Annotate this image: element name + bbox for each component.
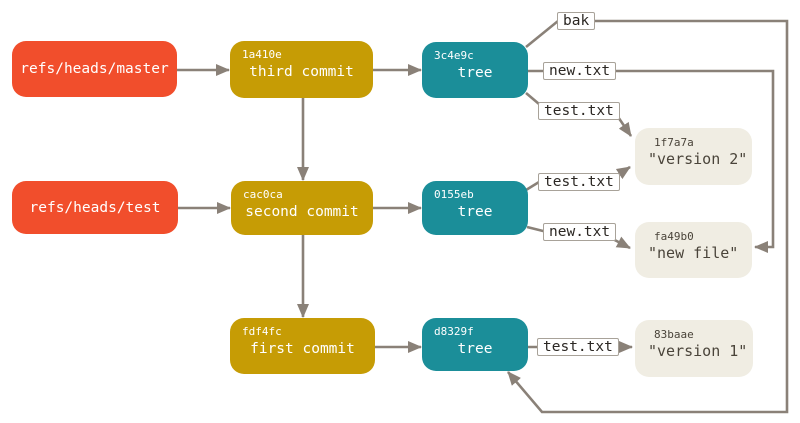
edge-label-newtxt-top: new.txt [543,62,617,80]
commit-second-title: second commit [245,204,359,220]
commit-third-hash: 1a410e [242,48,282,61]
edge-bak-to-tree-d8329f [507,19,789,414]
blob-1f7a7a-content: "version 2" [648,150,748,168]
blob-83baae-content: "version 1" [648,342,748,360]
commit-node-second: cac0ca second commit [231,181,373,235]
tree-node-0155eb: 0155eb tree [422,181,528,235]
ref-test-label: refs/heads/test [29,199,161,216]
tree-3c4e9c-hash: 3c4e9c [434,49,474,62]
commit-node-third: 1a410e third commit [230,41,373,98]
blob-1f7a7a-hash: 1f7a7a [654,136,694,149]
edge-label-testtxt-mid: test.txt [538,173,620,191]
tree-3c4e9c-title: tree [457,65,493,81]
ref-node-master: refs/heads/master [12,41,177,97]
commit-third-title: third commit [249,64,354,80]
commit-first-title: first commit [250,341,355,357]
edge-label-testtxt-bottom: test.txt [537,338,619,356]
tree-0155eb-title: tree [457,204,493,220]
edge-label-bak: bak [557,12,596,30]
ref-master-label: refs/heads/master [20,61,169,77]
tree-d8329f-hash: d8329f [434,325,474,338]
edge-label-testtxt-top: test.txt [538,102,620,120]
tree-d8329f-title: tree [457,341,493,357]
commit-node-first: fdf4fc first commit [230,318,375,374]
blob-node-fa49b0: fa49b0 "new file" [635,222,752,278]
tree-node-3c4e9c: 3c4e9c tree [422,42,528,98]
blob-node-1f7a7a: 1f7a7a "version 2" [635,128,752,185]
commit-second-hash: cac0ca [243,188,283,201]
edge-newtxt-top-to-blob-fa49b0 [528,69,775,253]
commit-first-hash: fdf4fc [242,325,282,338]
tree-0155eb-hash: 0155eb [434,188,474,201]
blob-83baae-hash: 83baae [654,328,694,341]
tree-node-d8329f: d8329f tree [422,318,528,371]
edge-label-newtxt-mid: new.txt [543,223,617,241]
blob-fa49b0-hash: fa49b0 [654,230,694,243]
blob-node-83baae: 83baae "version 1" [635,320,753,377]
ref-node-test: refs/heads/test [12,181,178,234]
blob-fa49b0-content: "new file" [648,244,739,262]
